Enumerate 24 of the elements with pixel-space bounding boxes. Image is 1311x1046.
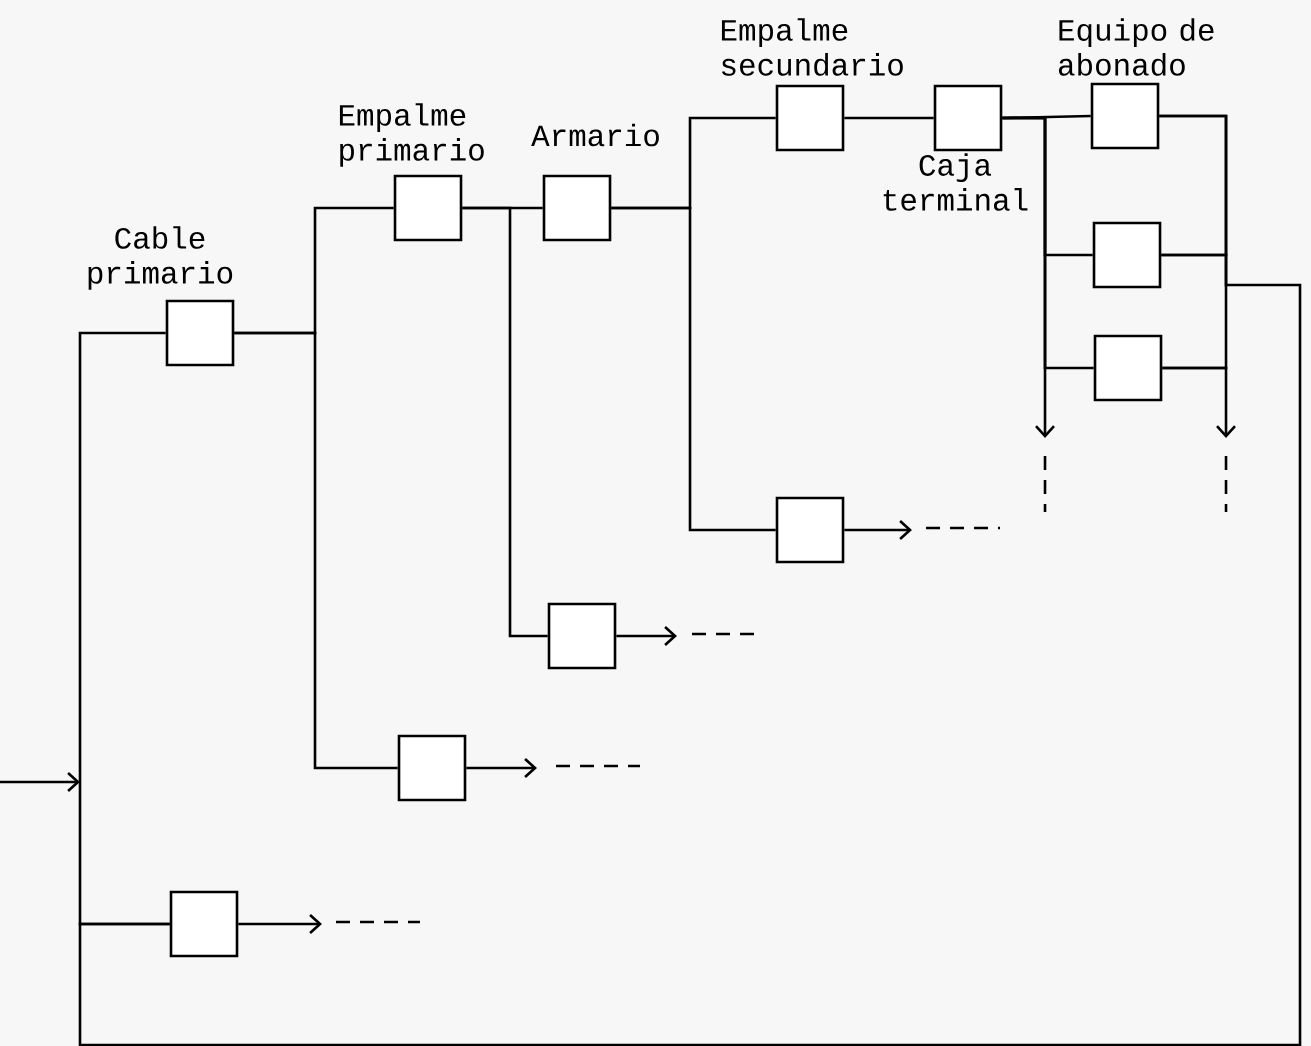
arrow: [466, 758, 537, 778]
box-label: Cable primario: [88, 226, 233, 290]
component-box: [169, 890, 239, 958]
arrow: [1002, 116, 1055, 438]
box-label: Empalme primario: [339, 103, 484, 167]
component-box: [1092, 221, 1162, 289]
connector-line: [234, 331, 398, 770]
component-box: [775, 496, 845, 564]
arrow: [844, 520, 912, 540]
box-label: Equipo de abonado: [1058, 18, 1214, 76]
connector-line: [611, 206, 776, 532]
component-box: [547, 602, 617, 670]
box-label: Caja terminal: [883, 153, 1028, 211]
box-label: Armario: [531, 123, 659, 147]
component-box: [1093, 334, 1163, 402]
box-label: Empalme secundario: [721, 18, 903, 76]
arrow: [1162, 366, 1236, 438]
connector-line: [78, 114, 1302, 1046]
connector-line: [844, 116, 934, 120]
component-box: [397, 734, 467, 802]
arrow: [616, 626, 677, 646]
connector-line: [1161, 253, 1228, 370]
connector-line: [462, 206, 548, 638]
arrow: [238, 914, 322, 934]
